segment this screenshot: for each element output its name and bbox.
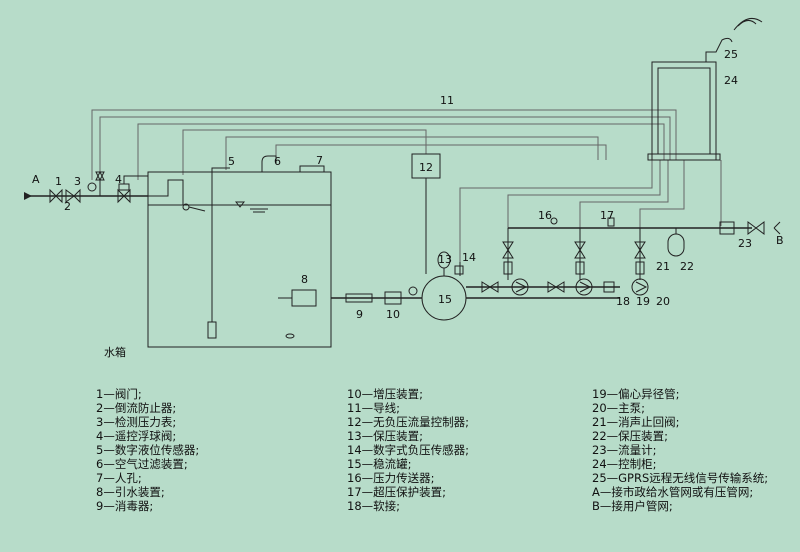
marker-1: 1 [55,175,62,188]
legend-item: B—接用户管网; [592,499,673,513]
marker-23: 23 [738,237,752,250]
legend-item: 20—主泵; [592,401,646,415]
marker-A: A [32,173,40,186]
marker-10: 10 [386,308,400,321]
marker-4: 4 [115,173,122,186]
marker-12: 12 [419,161,433,174]
legend-item: 12—无负压流量控制器; [347,415,470,429]
marker-24: 24 [724,74,738,87]
legend-item: 25—GPRS远程无线信号传输系统; [592,471,769,485]
marker-6: 6 [274,155,281,168]
suction-line [278,153,441,307]
pump-pipework [466,217,781,299]
marker-18: 18 [616,295,630,308]
legend-item: 23—流量计; [592,443,657,457]
marker-7: 7 [316,154,323,167]
legend-item: 3—检测压力表; [96,415,177,429]
legend-item: 16—压力传送器; [347,471,435,485]
marker-3: 3 [74,175,81,188]
marker-21: 21 [656,260,670,273]
legend-item: 13—保压装置; [347,429,424,443]
control-cabinet [647,17,763,161]
legend-item: 18—软接; [347,499,401,513]
legend-item: 7—人孔; [96,471,142,485]
marker-22: 22 [680,260,694,273]
legend-item: 8—引水装置; [96,485,165,499]
legend-item: 10—增压装置; [347,387,424,401]
legend-item: 24—控制柜; [592,457,657,471]
legend-item: 5—数字液位传感器; [96,443,200,457]
legend-item: 22—保压装置; [592,429,669,443]
marker-16: 16 [538,209,552,222]
tank-label: 水箱 [104,345,126,359]
legend-column-2: 10—增压装置; 11—导线; 12—无负压流量控制器; 13—保压装置; 14… [347,387,469,513]
legend-column-3: 19—偏心异径管; 20—主泵; 21—消声止回阀; 22—保压装置; 23—流… [592,387,768,513]
marker-17: 17 [600,209,614,222]
signal-wires [91,109,722,262]
marker-13: 13 [438,253,452,266]
marker-8: 8 [301,273,308,286]
legend-item: 15—稳流罐; [347,457,412,471]
legend-item: 1—阀门; [96,387,142,401]
legend-item: 17—超压保护装置; [347,485,447,499]
legend-item: 6—空气过滤装置; [96,457,188,471]
marker-25: 25 [724,48,738,61]
water-tank [147,155,332,348]
marker-9: 9 [356,308,363,321]
marker-2: 2 [64,200,71,213]
marker-labels: A B 1 2 3 4 5 6 7 8 9 10 11 12 13 14 15 … [32,48,784,359]
legend-item: A—接市政给水管网或有压管网; [592,485,754,499]
marker-5: 5 [228,155,235,168]
legend-item: 11—导线; [347,401,401,415]
legend-item: 14—数字式负压传感器; [347,443,470,457]
marker-15: 15 [438,293,452,306]
legend-column-1: 1—阀门; 2—倒流防止器; 3—检测压力表; 4—遥控浮球阀; 5—数字液位传… [96,387,199,513]
marker-B: B [776,234,784,247]
legend-item: 4—遥控浮球阀; [96,429,177,443]
marker-19: 19 [636,295,650,308]
marker-11: 11 [440,94,454,107]
legend-item: 19—偏心异径管; [592,387,680,401]
legend-item: 2—倒流防止器; [96,401,177,415]
legend-item: 9—消毒器; [96,499,154,513]
legend-item: 21—消声止回阀; [592,415,680,429]
marker-14: 14 [462,251,476,264]
inlet-pipe [24,170,206,212]
marker-20: 20 [656,295,670,308]
